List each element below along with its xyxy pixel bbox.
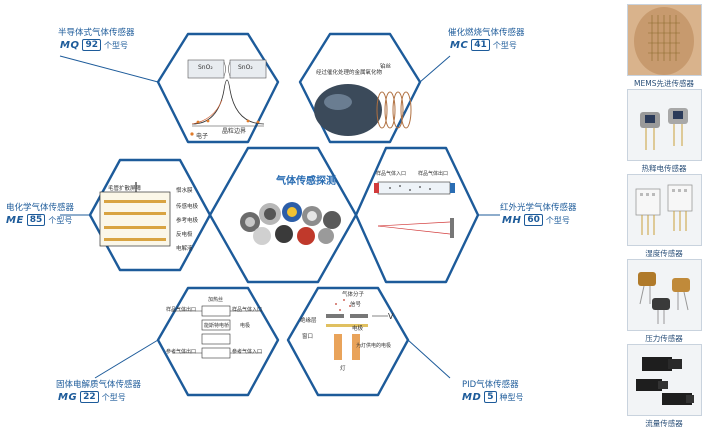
model-unit: 个型号 [101, 392, 126, 402]
sensor-products-cluster [240, 202, 341, 245]
sensor-code-infrared: MH 60 个型号 [502, 214, 570, 226]
sample-in-label: 样品气体出口 [166, 307, 197, 313]
product-caption: 压力传感器 [645, 334, 683, 343]
product-humidity[interactable]: 湿度传感器 [622, 174, 706, 259]
counter-electrode-label: 反电极 [176, 232, 193, 238]
electrolyte-label: 电解液 [176, 246, 193, 252]
coil-label: 铂丝 [380, 64, 392, 70]
sensor-code-solid-electrolyte: MG 22 个型号 [58, 391, 126, 403]
model-unit: 种型号 [499, 392, 524, 402]
mems-flexible-sensor-icon [626, 4, 702, 76]
lamp-label: 灯 [340, 366, 346, 372]
ir-gas-in-label: 样品气体入口 [376, 171, 407, 177]
electrochemical-diagram [99, 182, 171, 247]
sensor-label-electrochemical: 电化学气体传感器 [6, 203, 75, 213]
pid-diagram [326, 299, 388, 360]
hex-pid [286, 286, 410, 397]
sensor-label-semiconductor: 半导体式气体传感器 [58, 28, 135, 38]
flow-sensor-icon [626, 344, 702, 416]
humidity-sensor-icon [626, 174, 702, 246]
code-text: ME [6, 214, 24, 226]
semiconductor-diagram [187, 59, 267, 136]
model-count: 60 [524, 214, 543, 226]
center-title: 气体传感探测 [276, 176, 336, 187]
product-caption: 流量传感器 [645, 419, 683, 428]
code-text: MH [502, 214, 522, 226]
pid-electrode-label: 电极 [352, 326, 364, 332]
model-unit: 个型号 [103, 40, 128, 50]
model-count: 92 [82, 39, 101, 51]
sensor-code-catalytic: MC 41 个型号 [450, 39, 517, 51]
cell-label: 能斯特电桥 [204, 323, 230, 329]
product-caption: 湿度传感器 [645, 249, 683, 258]
molecule-label: 气体分子 [342, 292, 365, 298]
solid-electrolyte-diagram [172, 305, 262, 359]
sensor-label-catalytic: 催化燃烧气体传感器 [448, 28, 525, 38]
window-label: 窗口 [302, 334, 314, 340]
solid-electrode-label: 电极 [240, 323, 251, 329]
product-mems[interactable]: MEMS先进传感器 [622, 4, 706, 89]
sensor-code-electrochemical: ME 85 个型号 [6, 214, 72, 226]
code-text: MQ [60, 39, 80, 51]
ref-in-label: 参考气体出口 [166, 349, 197, 355]
model-unit: 个型号 [48, 215, 73, 225]
infrared-diagram [374, 181, 455, 238]
hex-infrared [354, 146, 480, 284]
sensing-electrode-label: 传感电极 [176, 204, 199, 210]
ir-gas-out-label: 样品气体出口 [418, 171, 449, 177]
sensor-code-semiconductor: MQ 92 个型号 [60, 39, 128, 51]
product-flow[interactable]: 流量传感器 [622, 344, 706, 429]
sensor-label-infrared: 红外光学气体传感器 [500, 203, 577, 213]
grain-boundary-label: 晶粒边界 [222, 128, 247, 135]
signal-label: 信号 [350, 302, 362, 308]
model-count: 85 [26, 214, 46, 226]
electron-label: 电子 [196, 133, 209, 140]
insulation-label: 绝缘层 [300, 318, 317, 324]
product-pressure[interactable]: 压力传感器 [622, 259, 706, 344]
pyroelectric-sensor-icon [626, 89, 702, 161]
reference-electrode-label: 参考电极 [176, 218, 199, 224]
ref-out-label: 参考气体入口 [232, 349, 263, 355]
pressure-sensor-icon [626, 259, 702, 331]
product-pyroelectric[interactable]: 热释电传感器 [622, 89, 706, 174]
heater-label: 加热丝 [208, 297, 224, 303]
honeycomb-diagram [59, 32, 500, 397]
model-count: 22 [80, 391, 99, 403]
model-unit: 个型号 [545, 215, 570, 225]
sample-out-label: 样品气体入口 [232, 307, 263, 313]
product-caption: 热释电传感器 [641, 164, 687, 173]
sensor-label-pid: PID气体传感器 [462, 380, 519, 390]
sensor-code-pid: MD 5 种型号 [462, 391, 524, 403]
sno2-right-label: SnO₂ [238, 64, 253, 71]
catalytic-diagram [314, 84, 412, 136]
sno2-left-label: SnO₂ [198, 64, 213, 71]
catalytic-element-label: 经过催化处理的金属氧化物 [316, 70, 383, 76]
code-text: MC [450, 39, 469, 51]
hydrophobic-label: 憎水膜 [176, 188, 193, 194]
lamp-electrode-label: 为灯供电的电极 [356, 343, 392, 349]
code-text: MD [462, 391, 482, 403]
model-unit: 个型号 [492, 40, 517, 50]
model-count: 5 [484, 391, 497, 403]
voltage-label: V [388, 312, 394, 321]
capillary-label: 毛管扩散屏障 [108, 186, 142, 192]
code-text: MG [58, 391, 78, 403]
model-count: 41 [471, 39, 490, 51]
sensor-label-solid-electrolyte: 固体电解质气体传感器 [56, 380, 142, 390]
product-caption: MEMS先进传感器 [634, 79, 694, 88]
